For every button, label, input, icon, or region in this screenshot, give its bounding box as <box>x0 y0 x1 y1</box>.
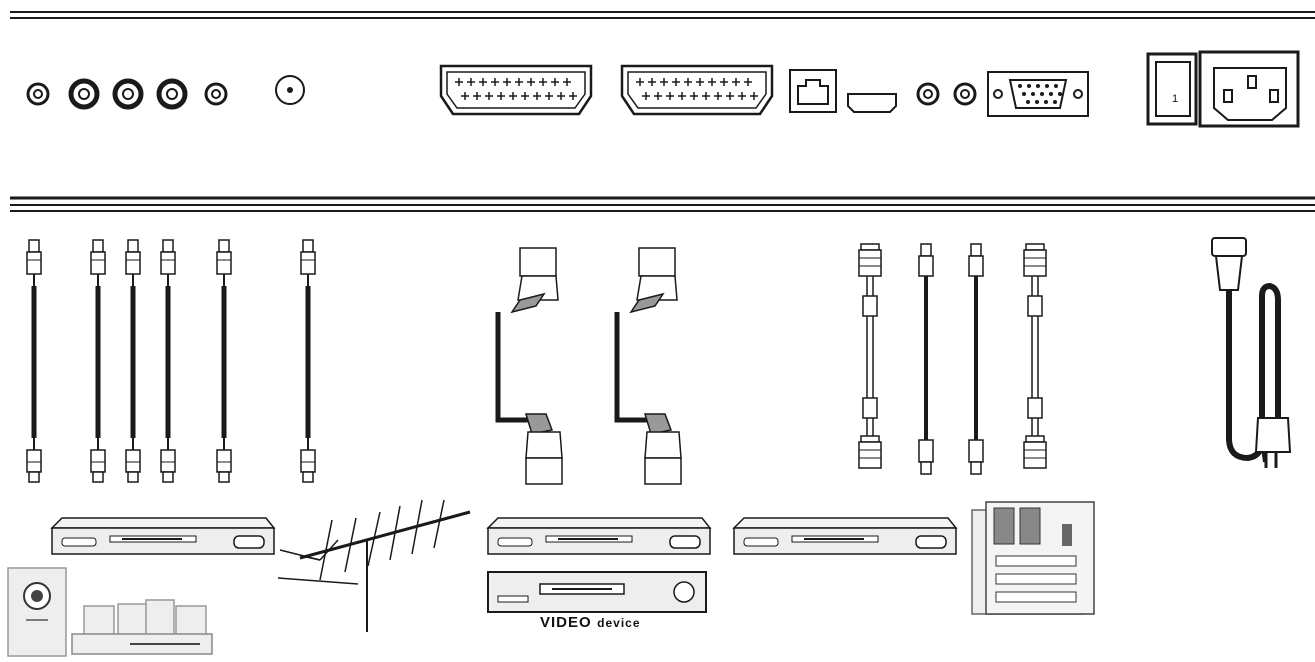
scart-cable <box>495 247 563 485</box>
vcr-device <box>487 571 707 613</box>
power-switch-label: 1 <box>1172 93 1179 105</box>
video-caption-sub: device <box>597 616 641 630</box>
scart-port-1 <box>439 64 593 116</box>
rca-cable <box>216 239 232 483</box>
rca-cable <box>300 239 316 483</box>
audio-jack-pair <box>916 82 977 106</box>
panel-top-rail <box>10 11 1315 19</box>
antenna-jack <box>275 75 305 105</box>
scart-port-2 <box>620 64 774 116</box>
power-inlet <box>1198 50 1300 128</box>
dvd-player-1 <box>50 517 276 555</box>
rca-cable <box>160 239 176 483</box>
rca-jack-group <box>26 78 228 110</box>
rca-cable <box>26 239 42 483</box>
dvd-player-3 <box>732 517 958 555</box>
vga-cable-group <box>858 243 1047 475</box>
tv-antenna <box>277 499 471 632</box>
rca-jack <box>156 78 188 110</box>
audio-cable <box>968 243 984 475</box>
video-caption-main: VIDEO <box>540 614 592 631</box>
power-cord <box>1211 237 1292 468</box>
rca-cable <box>125 239 141 483</box>
vga-port <box>987 71 1089 117</box>
rca-jack <box>112 78 144 110</box>
rca-cable <box>90 239 106 483</box>
computer-tower <box>971 501 1095 615</box>
dvd-player-2 <box>486 517 712 555</box>
panel-bottom-rail <box>10 196 1315 212</box>
rca-jack <box>26 82 50 106</box>
power-switch <box>1146 52 1198 126</box>
scart-cable-group <box>495 247 682 485</box>
rca-cable-group <box>26 239 316 483</box>
rca-jack <box>68 78 100 110</box>
scart-cable <box>614 247 682 485</box>
vga-cable <box>1023 243 1047 469</box>
vga-cable <box>858 243 882 469</box>
rca-jack <box>204 82 228 106</box>
lan-port <box>789 69 837 113</box>
hdmi-port <box>847 93 897 113</box>
video-device-caption: VIDEO device <box>540 614 641 632</box>
subwoofer <box>7 567 67 657</box>
audio-cable <box>918 243 934 475</box>
home-theater-system <box>71 599 213 655</box>
